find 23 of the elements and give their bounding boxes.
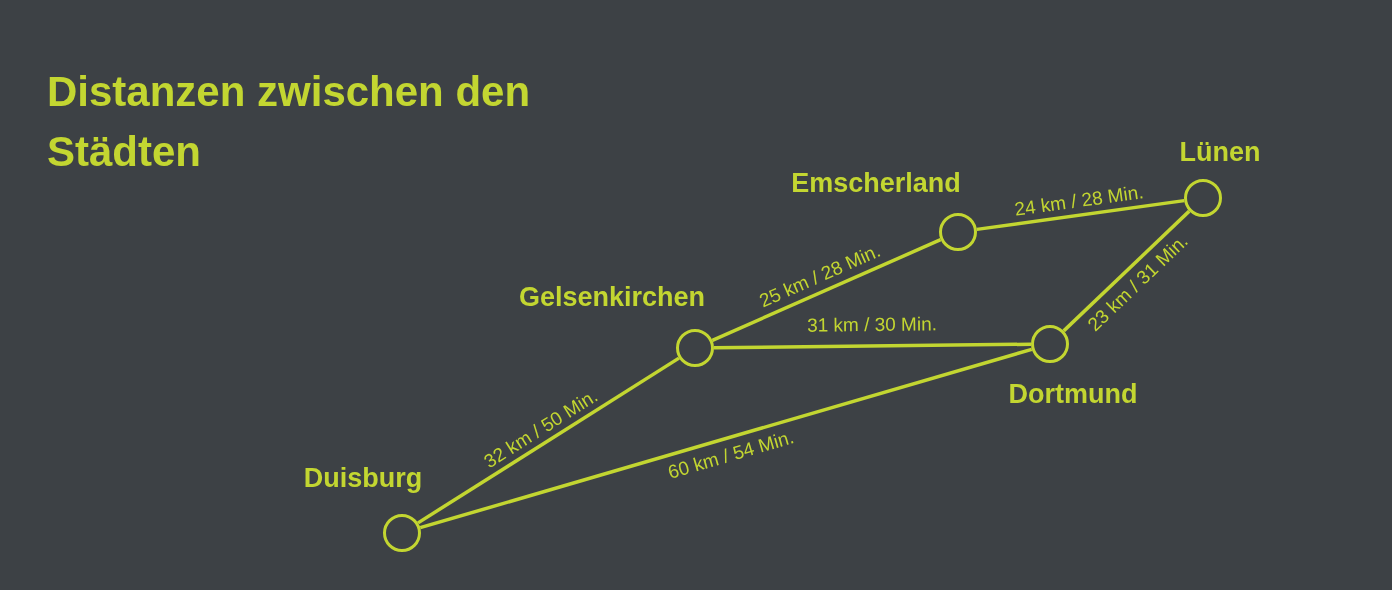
edge-label: 31 km / 30 Min. bbox=[807, 313, 938, 337]
city-marker bbox=[676, 329, 714, 367]
edge-label: 24 km / 28 Min. bbox=[1012, 181, 1145, 221]
city-name: Emscherland bbox=[791, 167, 961, 199]
route-line bbox=[1062, 209, 1191, 333]
city-marker bbox=[1184, 179, 1222, 217]
city-name: Dortmund bbox=[1008, 378, 1138, 410]
city-name: Duisburg bbox=[303, 462, 423, 494]
edge-label: 60 km / 54 Min. bbox=[665, 426, 797, 484]
diagram-title: Distanzen zwischen den Städten bbox=[47, 67, 532, 177]
city-marker bbox=[1031, 325, 1069, 363]
city-name: Lünen bbox=[1179, 136, 1261, 168]
route-line bbox=[713, 342, 1032, 350]
city-name: Gelsenkirchen bbox=[518, 281, 706, 313]
route-line bbox=[419, 347, 1033, 530]
edge-label: 32 km / 50 Min. bbox=[480, 384, 602, 473]
route-line bbox=[417, 356, 680, 525]
city-marker bbox=[383, 514, 421, 552]
route-line bbox=[711, 238, 942, 342]
edge-label: 23 km / 31 Min. bbox=[1082, 229, 1193, 336]
edge-label: 25 km / 28 Min. bbox=[756, 240, 885, 313]
city-marker bbox=[939, 213, 977, 251]
route-line bbox=[976, 198, 1185, 232]
